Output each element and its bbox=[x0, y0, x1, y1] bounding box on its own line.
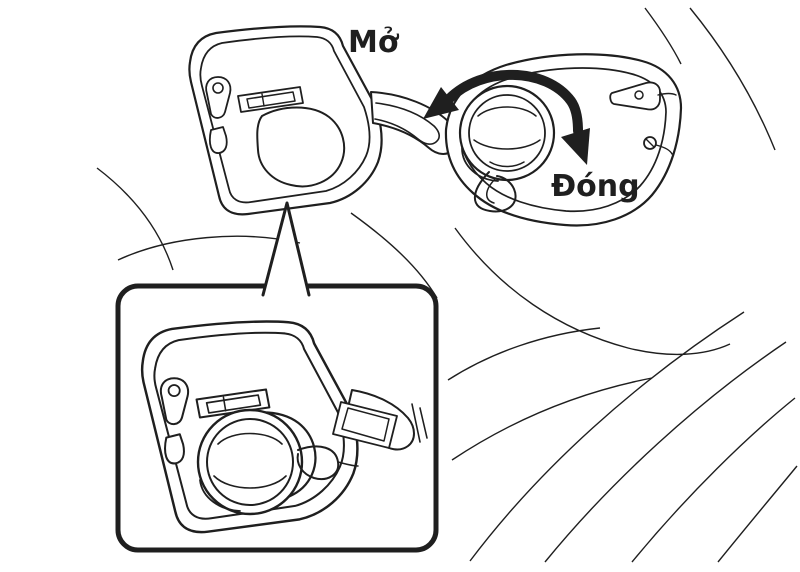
zoom-cap-tether bbox=[296, 445, 340, 480]
label-close: Đóng bbox=[551, 169, 640, 204]
cap-tether bbox=[473, 171, 517, 213]
fuel-cap bbox=[458, 84, 556, 213]
body-sketch-lines bbox=[96, 7, 798, 563]
label-open: Mở bbox=[348, 25, 400, 60]
zoom-fuel-cap bbox=[196, 408, 359, 516]
rotation-arrow-icon bbox=[423, 69, 590, 165]
zoom-hinge-arm bbox=[332, 389, 428, 451]
zoomed-detail bbox=[140, 320, 428, 534]
callout-pointer bbox=[261, 201, 311, 297]
